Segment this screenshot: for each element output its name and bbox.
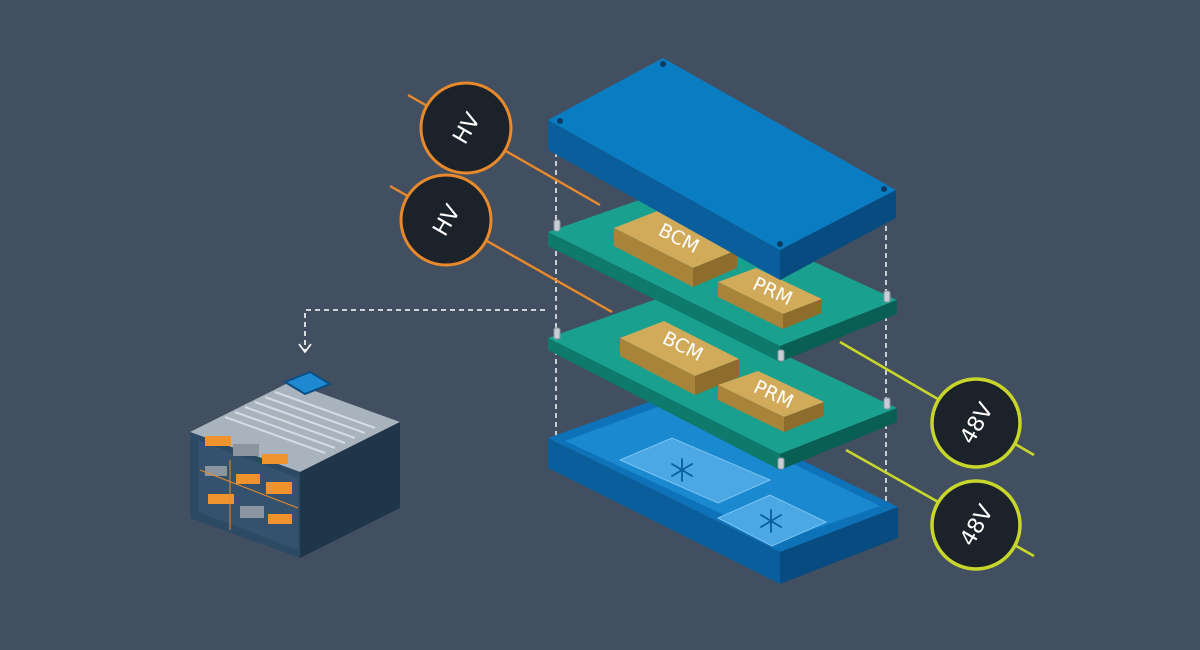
prm-module: PRM [718, 268, 822, 329]
hv-badge: HV [419, 81, 513, 175]
top-chip [282, 370, 333, 396]
hv-badge: HV [399, 173, 493, 267]
48v-badge: 48V [930, 479, 1022, 571]
standoffs [553, 219, 891, 470]
internal-components [199, 436, 299, 530]
snowflake-icon [760, 509, 782, 533]
upper-pcb: BCM PRM [548, 192, 897, 362]
lower-pcb: BCM PRM [548, 297, 897, 470]
cooling-pad [618, 437, 772, 504]
prm-module: PRM [718, 371, 824, 432]
snowflake-icon [671, 458, 693, 482]
cutaway-power-module [190, 370, 400, 558]
48v-badge: 48V [930, 377, 1022, 469]
callout-arrow [298, 309, 545, 354]
heat-spreader-ribs [224, 391, 376, 454]
bcm-module: BCM [614, 210, 737, 287]
top-lid [548, 58, 896, 280]
cold-plate-tray [548, 395, 898, 584]
